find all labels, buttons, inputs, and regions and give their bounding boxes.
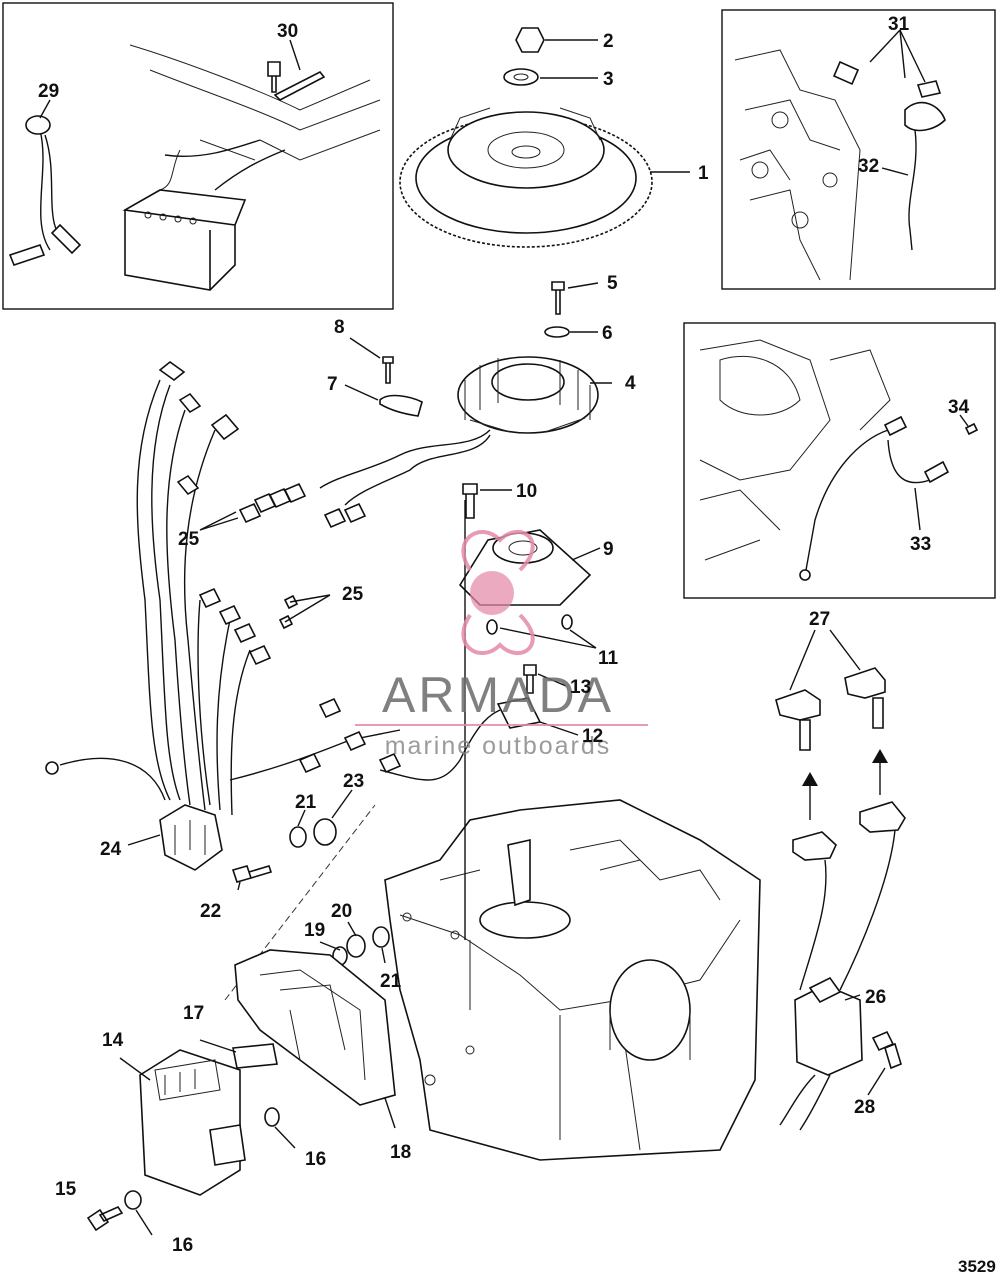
watermark-logo-icon bbox=[470, 571, 514, 615]
callout-9: 9 bbox=[603, 539, 614, 560]
callout-11: 11 bbox=[598, 648, 619, 669]
callout-27: 27 bbox=[809, 609, 830, 630]
callout-8: 8 bbox=[334, 317, 345, 338]
callout-13: 13 bbox=[570, 677, 591, 698]
callout-3: 3 bbox=[603, 69, 614, 90]
callout-26: 26 bbox=[865, 987, 886, 1008]
stator bbox=[344, 281, 612, 434]
wiring-harness bbox=[45, 360, 501, 871]
callout-4: 4 bbox=[625, 373, 636, 394]
callout-28: 28 bbox=[854, 1097, 875, 1118]
callouts: 1 2 3 4 5 6 7 8 9 10 11 12 13 14 15 16 1… bbox=[38, 14, 970, 1256]
watermark-title: ARMADA bbox=[382, 667, 614, 723]
inset-starter-cable bbox=[683, 322, 996, 599]
callout-12: 12 bbox=[582, 726, 603, 747]
watermark-subtitle: marine outboards bbox=[385, 732, 612, 760]
figure-number: 3529 bbox=[958, 1257, 996, 1276]
callout-16b: 16 bbox=[172, 1235, 193, 1256]
inset-starter-switch bbox=[721, 9, 996, 290]
callout-1: 1 bbox=[698, 163, 709, 184]
callout-15: 15 bbox=[55, 1179, 77, 1200]
callout-21: 21 bbox=[295, 792, 317, 813]
callout-23: 23 bbox=[343, 771, 364, 792]
callout-19: 19 bbox=[304, 920, 325, 941]
callout-25b: 25 bbox=[342, 584, 364, 605]
callout-34: 34 bbox=[948, 397, 970, 418]
callout-21b: 21 bbox=[380, 971, 402, 992]
bracket-and-module bbox=[86, 921, 396, 1236]
callout-32: 32 bbox=[858, 156, 879, 177]
callout-25: 25 bbox=[178, 529, 200, 550]
engine-block bbox=[384, 500, 761, 1161]
callout-16: 16 bbox=[305, 1149, 326, 1170]
callout-2: 2 bbox=[603, 31, 614, 52]
callout-5: 5 bbox=[607, 273, 618, 294]
inset-battery bbox=[2, 2, 394, 310]
callout-14: 14 bbox=[102, 1030, 124, 1051]
callout-33: 33 bbox=[910, 534, 931, 555]
callout-10: 10 bbox=[516, 481, 537, 502]
flywheel bbox=[399, 27, 690, 248]
ignition-coils bbox=[775, 629, 906, 1131]
callout-31: 31 bbox=[888, 14, 910, 35]
watermark: ARMADA marine outboards bbox=[355, 529, 648, 760]
callout-17: 17 bbox=[183, 1003, 204, 1024]
callout-24: 24 bbox=[100, 839, 122, 860]
callout-22: 22 bbox=[200, 901, 221, 922]
callout-7: 7 bbox=[327, 374, 338, 395]
callout-18: 18 bbox=[390, 1142, 411, 1163]
callout-29: 29 bbox=[38, 81, 59, 102]
callout-30: 30 bbox=[277, 21, 298, 42]
callout-6: 6 bbox=[602, 323, 613, 344]
callout-20: 20 bbox=[331, 901, 352, 922]
